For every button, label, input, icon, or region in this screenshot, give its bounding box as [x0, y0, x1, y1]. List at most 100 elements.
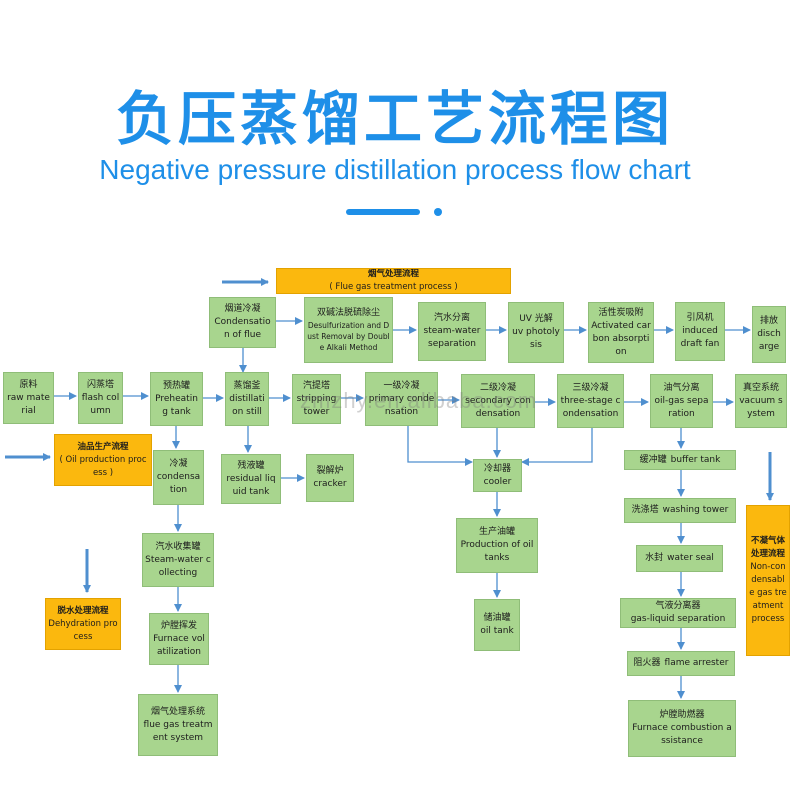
box-label-en: ( Flue gas treatment process ) — [329, 282, 458, 292]
box-label-en: Furnace volatilization — [153, 633, 205, 657]
box-label-en: residual liquid tank — [226, 473, 276, 497]
flue-gas-treatment-system-box: 烟气处理系统 flue gas treatment system — [138, 694, 218, 756]
cooler-box: 冷却器 cooler — [473, 459, 522, 492]
primary-condensation-box: 一级冷凝 primary condensation — [365, 372, 438, 426]
box-label-en: ( Oil production process ) — [59, 454, 147, 478]
flow-lines — [54, 317, 751, 699]
box-label-en: Steam-water collecting — [145, 554, 211, 578]
box-label-zh: 缓冲罐 — [639, 454, 667, 465]
box-label-zh: 真空系统 — [742, 382, 779, 393]
box-label-zh: 脱水处理流程 — [57, 605, 109, 616]
box-label-zh: 预热罐 — [162, 380, 190, 391]
gas-liquid-separator-box: 气液分离器 gas-liquid separation — [620, 598, 736, 628]
furnace-volatilization-box: 炉膛挥发 Furnace volatilization — [149, 613, 209, 665]
box-label-en: vacuum system — [739, 395, 783, 419]
induced-draft-fan-box: 引风机 induced draft fan — [675, 302, 725, 361]
condensation-box: 冷凝 condensation — [153, 450, 204, 505]
production-oil-tanks-box: 生产油罐 Production of oil tanks — [456, 518, 538, 573]
box-label-zh: 炉膛挥发 — [160, 620, 197, 631]
box-label-zh: 汽水分离 — [433, 313, 470, 323]
box-label-en: water seal — [667, 553, 714, 563]
box-label-en: flue gas treatment system — [143, 719, 213, 743]
box-label-zh: 一级冷凝 — [383, 380, 420, 391]
dehydration-process-header: 脱水处理流程 Dehydration process — [45, 598, 121, 650]
box-label-zh: 烟气处理系统 — [150, 706, 205, 717]
box-label-zh: 储油罐 — [483, 613, 511, 623]
box-label-en: flash column — [81, 392, 120, 416]
page-title-english: Negative pressure distillation process f… — [99, 154, 691, 185]
box-label-zh: 油品生产流程 — [77, 441, 129, 452]
vacuum-system-box: 真空系统 vacuum system — [735, 374, 787, 428]
title-underline-bar — [346, 209, 420, 215]
box-label-zh: 气液分离器 — [655, 601, 701, 611]
box-label-zh: 蒸馏釜 — [233, 380, 261, 391]
non-condensable-gas-header: 不凝气体处理流程 Non-condensable gas treatment pr… — [746, 505, 790, 656]
box-label-zh: 二级冷凝 — [479, 382, 516, 393]
box-label-zh: 活性炭吸附 — [598, 307, 644, 318]
box-label-zh: 汽水收集罐 — [155, 541, 201, 552]
title-underline-dot — [434, 208, 442, 216]
box-label-zh: 双碱法脱硫除尘 — [316, 308, 380, 318]
secondary-condensation-box: 二级冷凝 secondary condensation — [461, 374, 535, 428]
steam-water-collecting-box: 汽水收集罐 Steam-water collecting — [142, 533, 214, 587]
oil-production-process-header: 油品生产流程 ( Oil production process ) — [54, 434, 152, 486]
box-label-en: gas-liquid separation — [630, 614, 726, 624]
box-label-en: distillation still — [229, 393, 265, 417]
box-label-zh: 不凝气体处理流程 — [750, 536, 785, 559]
flue-condensation-box: 烟道冷凝 Condensation of flue — [209, 297, 276, 348]
box-label-zh: 炉膛助燃器 — [659, 710, 705, 720]
box-label-en: discharge — [757, 329, 781, 352]
box-label-en: stripping tower — [296, 393, 337, 417]
box-label-zh: 油气分离 — [663, 382, 700, 393]
steam-water-separation-box: 汽水分离 steam-water separation — [418, 302, 486, 361]
box-label-en: Activated carbon absorption — [591, 320, 651, 357]
box-label-en: buffer tank — [670, 454, 721, 465]
box-label-en: cooler — [483, 476, 512, 487]
box-label-zh: 洗涤塔 — [631, 505, 659, 515]
box-label-zh: 烟道冷凝 — [224, 304, 261, 314]
box-label-en: steam-water separation — [423, 326, 481, 349]
box-label-en: uv photolysis — [512, 327, 560, 350]
box-label-en: primary condensation — [368, 393, 435, 417]
box-label-zh: 排放 — [759, 316, 778, 326]
box-label-en: Condensation of flue — [214, 317, 271, 340]
activated-carbon-box: 活性炭吸附 Activated carbon absorption — [588, 302, 654, 363]
box-label-en: induced draft fan — [680, 326, 720, 349]
header-pointer-arrows — [5, 278, 774, 593]
box-label-en: flame arrester — [664, 658, 729, 668]
box-label-zh: 原料 — [19, 379, 38, 390]
watermark-text: zmzhy.en.alibaba.com — [300, 388, 538, 413]
box-label-en: secondary condensation — [465, 395, 531, 419]
box-label-en: three-stage condensation — [560, 395, 621, 419]
box-label-zh: 三级冷凝 — [572, 382, 609, 393]
oil-gas-separation-box: 油气分离 oil-gas separation — [650, 374, 713, 428]
box-label-en: Dehydration process — [48, 618, 118, 642]
box-label-en: Desulfurization and Dust Removal by Doub… — [307, 321, 390, 352]
box-label-en: Production of oil tanks — [460, 540, 534, 563]
box-label-en: Non-condensable gas treatment process — [749, 562, 787, 624]
box-label-zh: 冷却器 — [483, 463, 511, 474]
box-label-zh: 烟气处理流程 — [367, 269, 419, 279]
box-label-zh: 引风机 — [686, 313, 714, 323]
box-label-en: condensation — [156, 472, 201, 495]
box-label-en: oil-gas separation — [654, 395, 709, 419]
box-label-zh: 生产油罐 — [478, 527, 515, 537]
box-label-zh: 冷凝 — [169, 459, 188, 469]
distillation-still-box: 蒸馏釜 distillation still — [225, 372, 269, 426]
box-label-zh: 阻火器 — [633, 658, 661, 668]
three-stage-condensation-box: 三级冷凝 three-stage condensation — [557, 374, 624, 428]
flue-gas-process-header: 烟气处理流程 ( Flue gas treatment process ) — [276, 268, 511, 294]
